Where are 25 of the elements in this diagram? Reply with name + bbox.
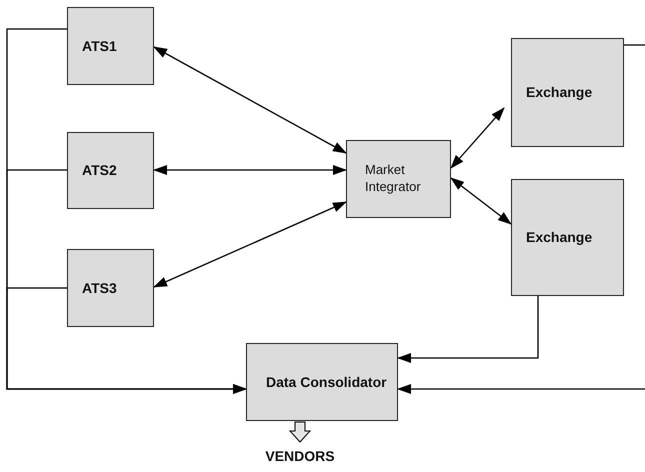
box-label: Data Consolidator — [266, 372, 387, 392]
arrow — [450, 177, 512, 225]
arrow — [450, 107, 505, 169]
arrow — [153, 46, 347, 154]
process-box — [67, 7, 154, 85]
box-label: ATS3 — [82, 278, 117, 298]
box-label: Market Integrator — [365, 162, 422, 196]
process-box — [511, 179, 624, 296]
box-label: ATS2 — [82, 161, 117, 180]
connector-line — [624, 44, 645, 46]
output-label: VENDORS — [255, 446, 345, 466]
arrow — [397, 384, 645, 394]
arrow — [153, 201, 347, 288]
arrow — [397, 296, 539, 363]
process-box — [346, 140, 451, 218]
arrow — [6, 287, 247, 394]
process-box — [67, 249, 154, 327]
box-label: Exchange — [526, 83, 592, 102]
box-label: Exchange — [526, 228, 592, 247]
box-label: ATS1 — [82, 36, 117, 56]
process-box — [246, 343, 398, 421]
process-box — [67, 132, 154, 209]
block-arrow — [288, 422, 312, 443]
arrow — [153, 165, 347, 175]
process-box — [511, 38, 624, 147]
